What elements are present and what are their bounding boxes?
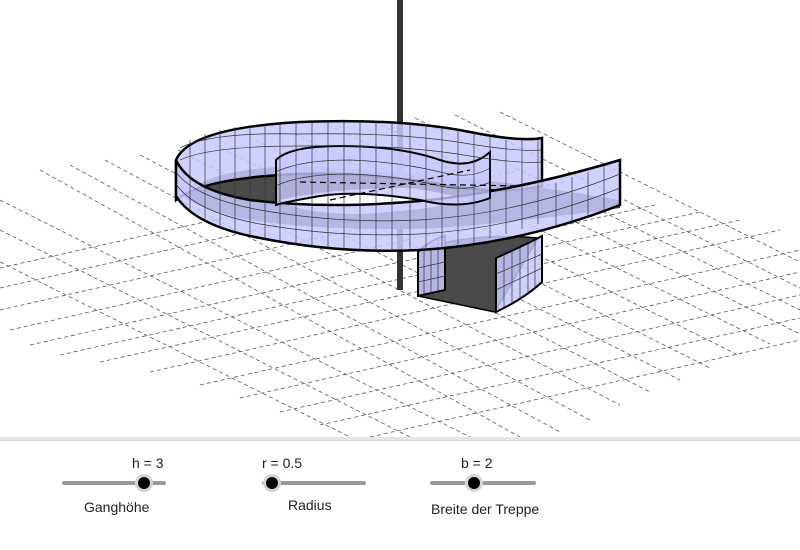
view-divider [0,437,800,441]
slider-b-value: b = 2 [461,455,493,471]
graphics-3d-view[interactable] [0,0,800,437]
slider-r-handle[interactable] [263,474,281,492]
slider-h-track[interactable] [62,481,166,485]
wall-grid [175,121,621,252]
slider-r-label: Radius [288,497,332,513]
slider-b-handle[interactable] [465,474,483,492]
slider-b-track[interactable] [430,481,536,485]
slider-r-value: r = 0.5 [262,455,303,471]
slider-b-label: Breite der Treppe [431,501,540,517]
slider-r-track[interactable] [262,481,366,485]
slider-h-handle[interactable] [135,474,153,492]
slider-b: b = 2 Breite der Treppe [428,441,608,541]
scene-axes [299,169,521,201]
slider-panel: h = 3 Ganghöhe r = 0.5 Radius b = 2 Brei… [0,441,800,550]
slider-h-label: Ganghöhe [84,499,150,515]
3d-scene[interactable] [0,0,800,437]
slider-h-value: h = 3 [132,455,164,471]
slider-h: h = 3 Ganghöhe [60,441,220,541]
slider-r: r = 0.5 Radius [258,441,418,541]
